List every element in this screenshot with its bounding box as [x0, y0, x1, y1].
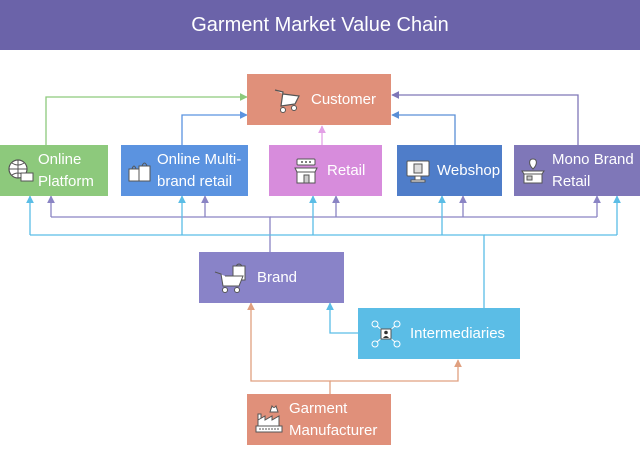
manufacturer-label: Garment Manufacturer	[289, 399, 378, 439]
edge-manufacturer-links	[247, 302, 331, 394]
monitor-shop-icon	[403, 156, 433, 186]
customer-label: Customer	[311, 90, 377, 108]
webshop-label: Webshop	[437, 161, 501, 179]
store-pin-icon	[518, 156, 548, 186]
online-platform-label: Online Platform	[38, 150, 94, 190]
online-multibrand-node: Online Multi- brand retail	[121, 145, 248, 196]
online-multibrand-label: Online Multi- brand retail	[157, 150, 242, 190]
webshop-node: Webshop	[397, 145, 502, 196]
factory-icon	[253, 403, 287, 437]
customer-node: Customer	[247, 74, 391, 125]
intermediaries-label: Intermediaries	[410, 324, 506, 342]
brand-cart-icon	[211, 261, 251, 295]
storefront-icon	[289, 154, 323, 188]
edge-intermediaries-to-brand	[326, 302, 358, 334]
edge-mono-to-customer	[391, 91, 579, 145]
brand-node: Brand	[199, 252, 344, 303]
cart-icon	[267, 85, 307, 115]
globe-laptop-icon	[6, 156, 36, 186]
edge-platform-to-customer	[45, 93, 248, 145]
retail-label: Retail	[327, 161, 366, 179]
intermediaries-node: Intermediaries	[358, 308, 520, 359]
edge-multibrand-to-customer	[181, 111, 248, 145]
shopping-bags-icon	[125, 156, 155, 186]
retail-node: Retail	[269, 145, 382, 196]
network-person-icon	[368, 317, 404, 351]
brand-label: Brand	[257, 268, 298, 286]
mono-brand-label: Mono Brand Retail	[552, 150, 634, 190]
manufacturer-node: Garment Manufacturer	[247, 394, 391, 445]
mono-brand-node: Mono Brand Retail	[514, 145, 640, 196]
edge-webshop-to-customer	[391, 111, 456, 145]
online-platform-node: Online Platform	[0, 145, 108, 196]
diagram-title: Garment Market Value Chain	[0, 0, 640, 50]
